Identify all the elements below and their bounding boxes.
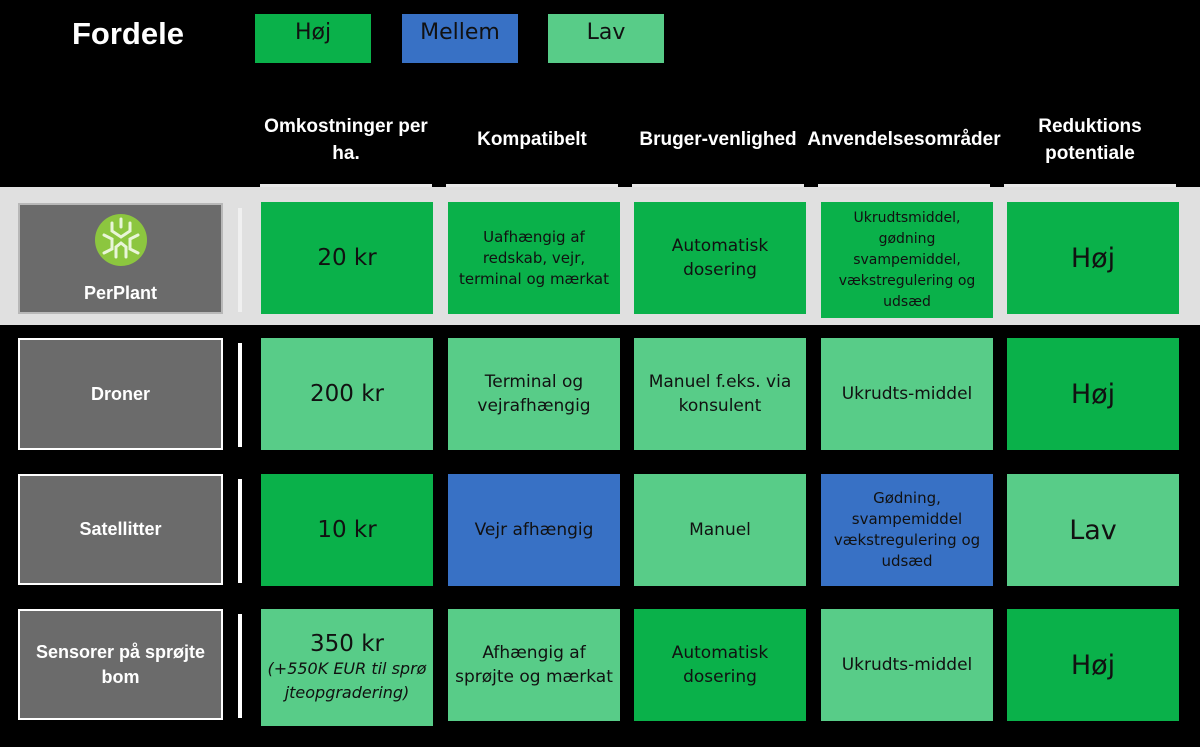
cell-perplant-reduction: Høj	[1007, 202, 1179, 314]
row-label-satellites: Satellitter	[18, 474, 223, 585]
cell-drones-cost: 200 kr	[261, 338, 433, 450]
column-header-cost: Omkostninger per ha.	[260, 95, 432, 187]
cost-value: 350 kr	[310, 630, 384, 657]
legend-low: Lav	[548, 14, 664, 63]
column-header-applications: Anvendelsesområder	[807, 95, 1001, 187]
row-divider	[238, 343, 242, 447]
cell-drones-reduction: Høj	[1007, 338, 1179, 450]
cell-satellites-compatible: Vejr afhængig	[448, 474, 620, 586]
legend-high: Høj	[255, 14, 371, 63]
cell-satellites-applications: Gødning, svampemiddel vækstregulering og…	[821, 474, 993, 586]
row-label-drones: Droner	[18, 338, 223, 450]
column-header-reduction: Reduktions potentiale	[1004, 95, 1176, 187]
cost-note: (+550K EUR til sprøjteopgradering)	[267, 658, 427, 702]
cell-boom-sensors-compatible: Afhængig af sprøjte og mærkat	[448, 609, 620, 721]
cell-drones-applications: Ukrudts-middel	[821, 338, 993, 450]
cell-perplant-cost: 20 kr	[261, 202, 433, 314]
perplant-logo-icon	[94, 214, 147, 266]
legend-medium: Mellem	[402, 14, 518, 63]
column-header-compatible: Kompatibelt	[446, 95, 618, 187]
row-label-perplant: PerPlant	[18, 203, 223, 314]
cell-satellites-reduction: Lav	[1007, 474, 1179, 586]
cell-boom-sensors-usability: Automatisk dosering	[634, 609, 806, 721]
row-divider	[238, 479, 242, 583]
cell-perplant-compatible: Uafhængig af redskab, vejr, terminal og …	[448, 202, 620, 314]
cell-perplant-usability: Automatisk dosering	[634, 202, 806, 314]
cell-drones-usability: Manuel f.eks. via konsulent	[634, 338, 806, 450]
row-divider	[238, 208, 242, 312]
page-title: Fordele	[72, 16, 184, 51]
cell-satellites-cost: 10 kr	[261, 474, 433, 586]
cell-boom-sensors-cost: 350 kr (+550K EUR til sprøjteopgradering…	[261, 609, 433, 726]
row-divider	[238, 614, 242, 718]
row-label-text: PerPlant	[83, 283, 158, 303]
cell-perplant-applications: Ukrudtsmiddel, gødning svampemiddel, væk…	[821, 202, 993, 318]
cell-boom-sensors-reduction: Høj	[1007, 609, 1179, 721]
row-label-boom-sensors: Sensorer på sprøjte bom	[18, 609, 223, 720]
column-header-usability: Bruger-venlighed	[632, 95, 804, 187]
cell-boom-sensors-applications: Ukrudts-middel	[821, 609, 993, 721]
cell-drones-compatible: Terminal og vejrafhængig	[448, 338, 620, 450]
cell-satellites-usability: Manuel	[634, 474, 806, 586]
